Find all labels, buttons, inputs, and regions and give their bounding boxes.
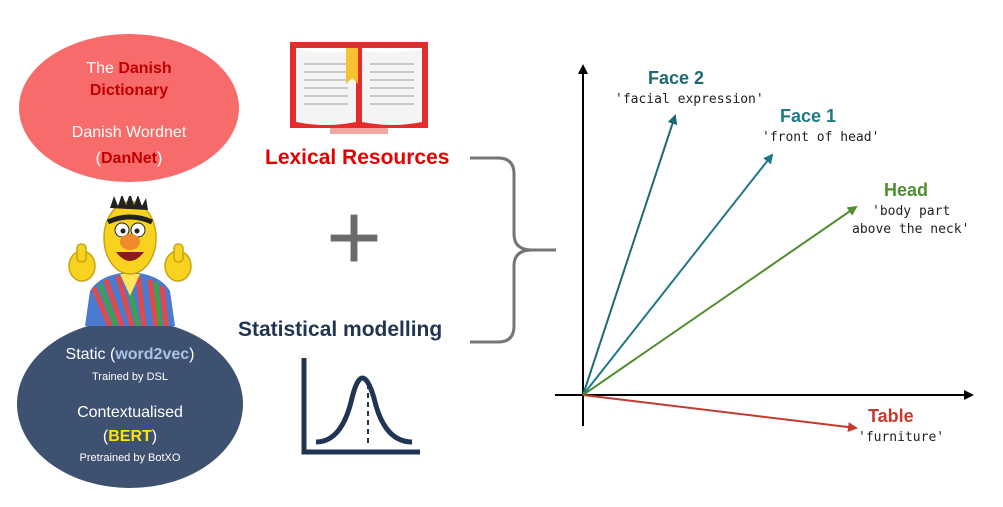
book-icon — [290, 42, 428, 134]
table-title: Table — [868, 406, 914, 426]
dictionary-title: The Danish Dictionary — [19, 58, 239, 102]
lexical-resources-label: Lexical Resources — [265, 146, 450, 169]
bell-curve-icon — [301, 358, 420, 455]
face1-sub: 'front of head' — [762, 130, 880, 145]
face2-vector — [582, 114, 678, 396]
text-wordnet: Danish Wordnet — [71, 124, 187, 141]
models-ellipse: Static (word2vec) Trained by DSL Context… — [17, 320, 243, 488]
table-vector — [582, 394, 858, 433]
text-word2vec: word2vec — [115, 346, 190, 363]
face1-title: Face 1 — [780, 106, 837, 126]
contextualised-label: Contextualised — [77, 404, 183, 421]
paren-open: ( — [95, 150, 101, 167]
face1-vector — [582, 153, 774, 396]
bert-label: (BERT) — [17, 428, 243, 446]
text-danet: DanNet — [100, 150, 157, 167]
text-bert: BERT — [108, 428, 152, 445]
bert-character-icon — [68, 196, 192, 326]
static-sub: Trained by DSL — [91, 371, 169, 383]
statistical-modelling-label: Statistical modelling — [238, 318, 443, 341]
wordnet-label: Danish Wordnet (DanNet) — [19, 120, 239, 172]
brace-icon — [470, 156, 556, 344]
text-static-close: ) — [189, 346, 195, 363]
face2-sub: 'facial expression' — [615, 92, 764, 107]
face2-title: Face 2 — [648, 68, 705, 88]
head-vector — [582, 205, 858, 396]
head-sub-line2: above the neck' — [852, 222, 970, 237]
bert-paren-open: ( — [102, 428, 109, 445]
text-static: Static ( — [65, 346, 116, 363]
table-sub: 'furniture' — [858, 430, 945, 445]
text-the: The — [86, 60, 119, 77]
head-title: Head — [884, 180, 929, 200]
dictionary-ellipse: The Danish Dictionary Danish Wordnet (Da… — [19, 34, 239, 182]
paren-close: ) — [157, 150, 163, 167]
text-danish: Danish — [118, 60, 172, 77]
static-model-label: Static (word2vec) — [17, 346, 243, 364]
head-sub-line1: 'body part — [872, 204, 951, 219]
bert-sub: Pretrained by BotXO — [79, 452, 181, 464]
plus-sign: + — [326, 184, 383, 291]
text-dictionary: Dictionary — [89, 82, 169, 99]
bert-paren-close: ) — [151, 428, 158, 445]
